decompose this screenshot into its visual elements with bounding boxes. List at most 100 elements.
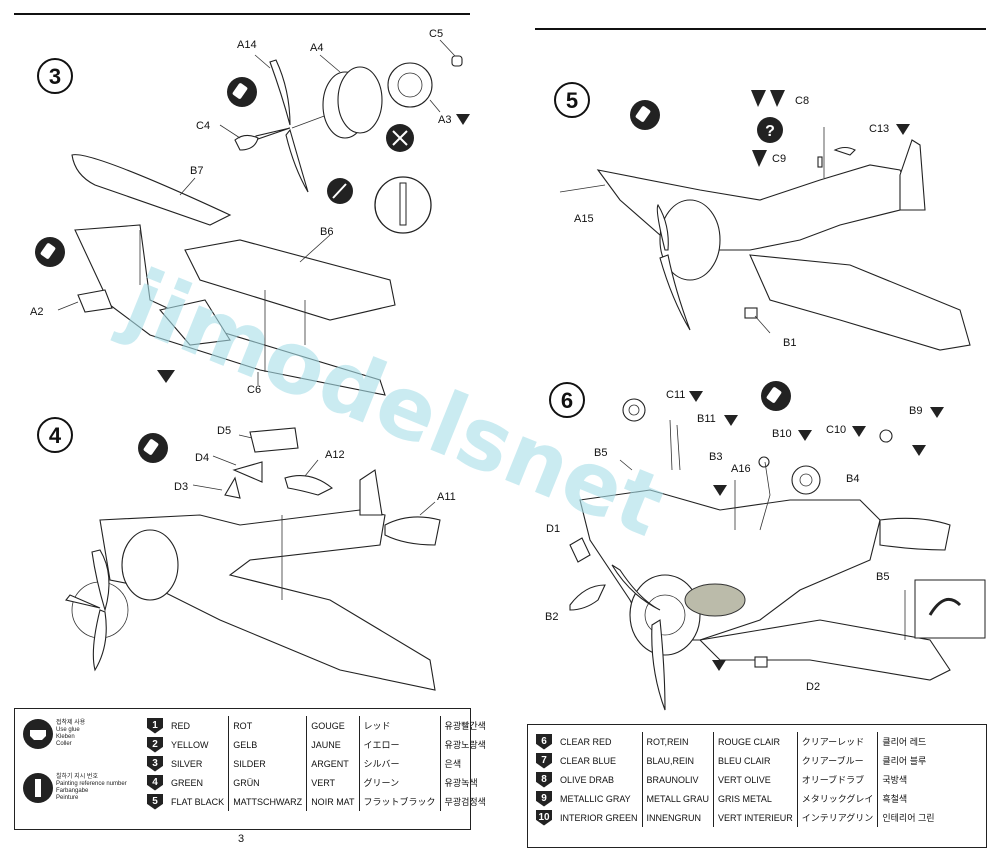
color-en: OLIVE DRAB xyxy=(560,774,615,785)
paint-number-badge: 4 xyxy=(147,774,163,791)
color-de: GELB xyxy=(228,735,307,754)
color-jp: メタリックグレイ xyxy=(796,789,878,808)
color-kr: 클리어 레드 xyxy=(877,732,939,751)
color-kr: 은색 xyxy=(439,754,490,773)
color-de: SILDER xyxy=(228,754,307,773)
step-3: 3 xyxy=(30,28,470,396)
step-4-number: 4 xyxy=(49,423,62,448)
paint-number-badge: 7 xyxy=(536,752,552,769)
paint-number-badge: 3 xyxy=(147,755,163,772)
paint-ref-10 xyxy=(713,485,727,496)
knife-icon xyxy=(327,178,353,204)
step-5-number: 5 xyxy=(566,88,578,113)
part-D4: D4 xyxy=(195,452,209,464)
color-kr: 인테리어 그린 xyxy=(877,808,939,827)
part-B5-lower: B5 xyxy=(876,571,889,583)
part-D3: D3 xyxy=(174,481,188,493)
part-C13: C13 xyxy=(869,123,889,135)
part-B1: B1 xyxy=(783,337,796,349)
color-jp: イエロー xyxy=(358,735,441,754)
crossed-circle-icon xyxy=(386,124,414,152)
color-kr: 국방색 xyxy=(877,770,939,789)
part-D1: D1 xyxy=(546,523,560,535)
part-B11: B11 xyxy=(697,413,716,425)
symbol-1-line-1: 접착제 사용 xyxy=(56,720,86,726)
part-B5: B5 xyxy=(594,447,607,459)
cement-icon xyxy=(761,381,791,411)
color-en: METALLIC GRAY xyxy=(560,793,631,804)
color-fr: VERT INTERIEUR xyxy=(713,808,798,827)
color-en: CLEAR BLUE xyxy=(560,755,617,766)
color-en: INTERIOR GREEN xyxy=(560,812,638,823)
paint-ref-3 xyxy=(770,90,785,107)
color-jp: オリーブドラブ xyxy=(796,770,878,789)
color-de: MATTSCHWARZ xyxy=(228,792,307,811)
part-B10: B10 xyxy=(772,428,792,440)
paint-ref-2 xyxy=(752,150,767,167)
cement-icon xyxy=(138,433,168,463)
paint-ref-3 xyxy=(724,415,738,426)
symbol-2-line-2: Painting reference number xyxy=(56,781,127,787)
part-B6: B6 xyxy=(320,226,333,238)
part-C10: C10 xyxy=(826,424,846,436)
cement-icon xyxy=(35,237,65,267)
paint-ref-3 xyxy=(912,445,926,456)
step-3-number: 3 xyxy=(49,64,61,89)
symbol-1-line-3: Kleben xyxy=(56,734,75,740)
part-A4: A4 xyxy=(310,42,323,54)
color-fr: JAUNE xyxy=(306,735,360,754)
color-en: GREEN xyxy=(171,777,204,788)
color-de: METALL GRAU xyxy=(641,789,714,808)
part-A11: A11 xyxy=(437,491,456,503)
symbol-1-line-2: Use glue xyxy=(56,727,80,733)
paint-ref-5 xyxy=(852,426,866,437)
part-C8: C8 xyxy=(795,95,809,107)
color-jp: シルバー xyxy=(358,754,441,773)
color-de: BLAU,REIN xyxy=(641,751,714,770)
color-fr: ROUGE CLAIR xyxy=(713,732,798,751)
cement-icon xyxy=(630,100,660,130)
symbol-2-line-4: Peinture xyxy=(56,795,79,801)
color-de: GRÜN xyxy=(228,773,307,792)
color-kr: 무광검정색 xyxy=(439,792,490,811)
color-fr: VERT xyxy=(306,773,360,792)
paint-ref-5 xyxy=(896,124,910,135)
color-jp: クリアーレッド xyxy=(796,732,878,751)
paint-number-badge: 8 xyxy=(536,771,552,788)
color-jp: グリーン xyxy=(358,773,441,792)
color-en: YELLOW xyxy=(171,739,209,750)
paint-number-badge: 9 xyxy=(536,790,552,807)
paint-ref-9 xyxy=(456,114,470,125)
part-A14: A14 xyxy=(237,39,257,51)
part-A3: A3 xyxy=(438,114,451,126)
paint-ref-10 xyxy=(712,660,726,671)
part-A12: A12 xyxy=(325,449,345,461)
part-A16: A16 xyxy=(731,463,751,475)
color-en: RED xyxy=(171,720,191,731)
step-4: 4 D5 D4 D3 A12 A11 xyxy=(37,417,456,691)
color-fr: NOIR MAT xyxy=(306,792,360,811)
cement-icon xyxy=(227,77,257,107)
color-kr: 유광녹색 xyxy=(439,773,490,792)
color-jp: クリアーブルー xyxy=(796,751,878,770)
color-en: CLEAR RED xyxy=(560,736,612,747)
part-B9: B9 xyxy=(909,405,922,417)
paint-ref-10 xyxy=(157,370,175,383)
color-fr: GRIS METAL xyxy=(713,789,798,808)
step-6: 6 C11 B11 B5 B3 A16 B10 C10 xyxy=(545,381,986,711)
color-fr: VERT OLIVE xyxy=(713,770,798,789)
paint-number-badge: 5 xyxy=(147,793,163,810)
page-number: 3 xyxy=(238,833,245,845)
part-C9: C9 xyxy=(772,153,786,165)
part-C11: C11 xyxy=(666,389,685,401)
